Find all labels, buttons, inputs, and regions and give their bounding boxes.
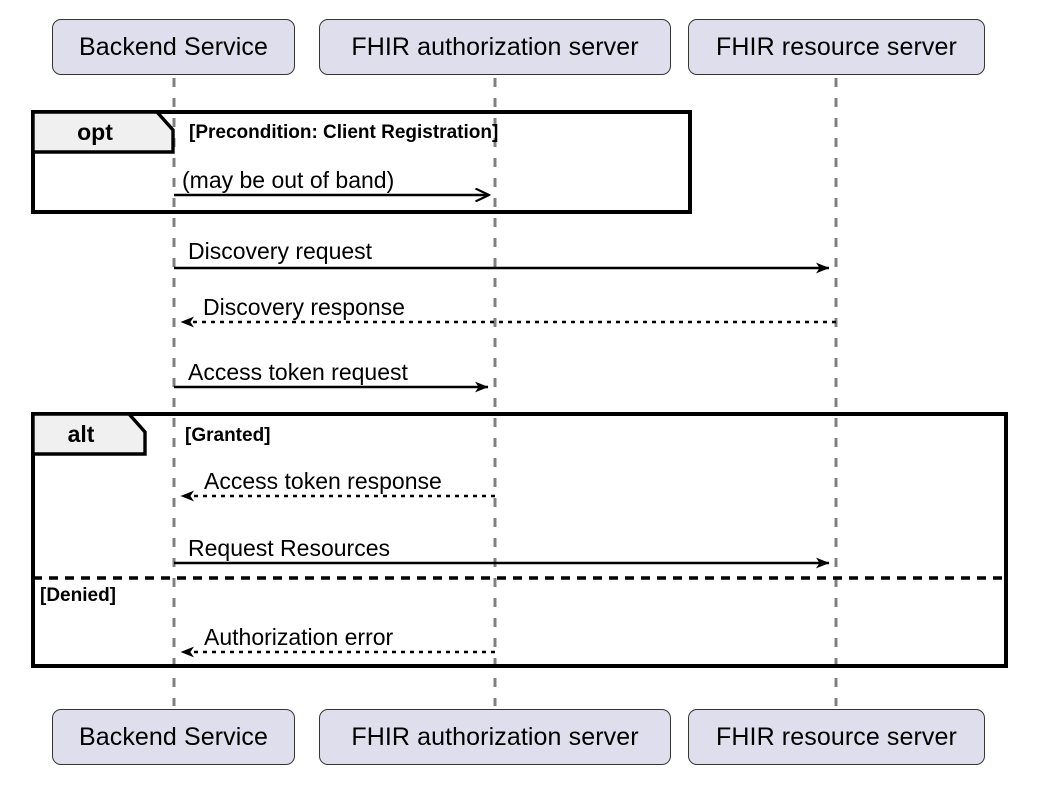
participant-foot-backend[interactable]: Backend Service <box>52 709 295 765</box>
participant-head-resource[interactable]: FHIR resource server <box>688 19 985 75</box>
participant-head-backend-label: Backend Service <box>78 32 269 61</box>
participant-head-backend[interactable]: Backend Service <box>52 19 295 75</box>
participant-foot-auth[interactable]: FHIR authorization server <box>319 709 671 765</box>
alt-operator-label-text: alt <box>67 420 95 447</box>
participant-foot-auth-label: FHIR authorization server <box>351 722 639 751</box>
alt-condition-granted-label: [Granted] <box>185 425 271 446</box>
message-label-m7: Authorization error <box>204 624 394 650</box>
opt-operator-label: opt <box>33 112 157 152</box>
participant-foot-resource-label: FHIR resource server <box>716 722 957 751</box>
message-label-m5: Access token response <box>204 468 442 494</box>
participant-foot-backend-label: Backend Service <box>78 722 269 751</box>
message-label-m1: (may be out of band) <box>182 167 395 193</box>
message-label-m4: Access token request <box>188 359 408 385</box>
message-arrows <box>174 195 836 658</box>
alt-condition-denied-label: [Denied] <box>40 585 116 606</box>
message-label-m6: Request Resources <box>188 535 390 561</box>
opt-operator-tab <box>31 110 175 154</box>
message-label-m3: Discovery response <box>203 294 405 320</box>
alt-operator-tab <box>31 412 147 456</box>
alt-fragment-frame <box>31 412 1008 668</box>
participant-head-auth[interactable]: FHIR authorization server <box>319 19 671 75</box>
participant-head-auth-label: FHIR authorization server <box>351 32 639 61</box>
opt-operator-label-text: opt <box>77 118 113 145</box>
opt-condition-label: [Precondition: Client Registration] <box>189 122 499 143</box>
lifelines <box>172 78 838 706</box>
participant-head-resource-label: FHIR resource server <box>716 32 957 61</box>
participant-foot-resource[interactable]: FHIR resource server <box>688 709 985 765</box>
message-label-m2: Discovery request <box>188 238 373 264</box>
opt-fragment-frame <box>31 110 692 214</box>
alt-operator-label: alt <box>33 414 129 454</box>
